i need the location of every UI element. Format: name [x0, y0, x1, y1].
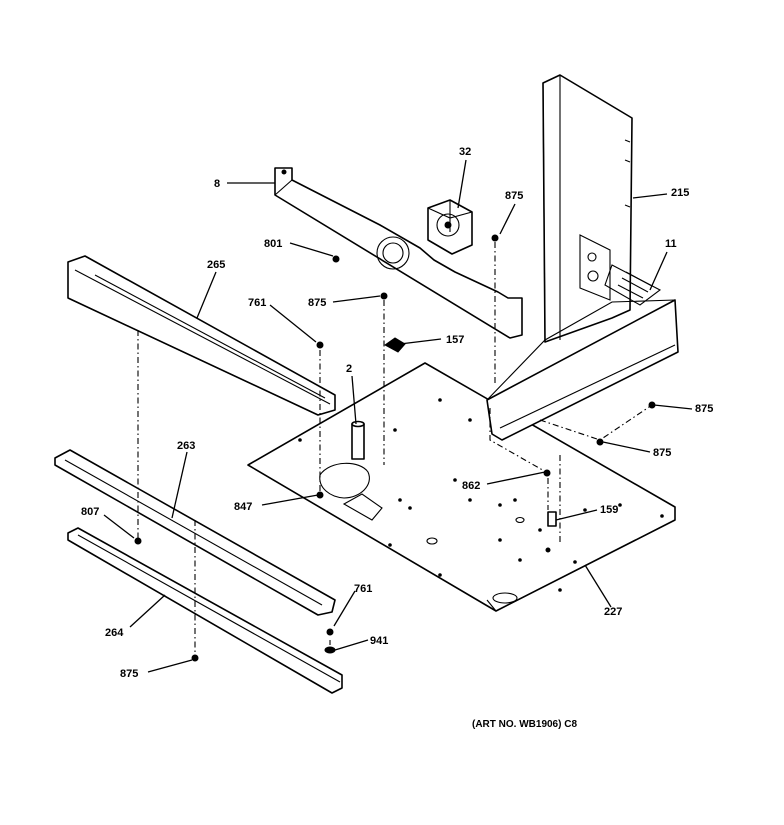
label-875-bot: 875	[120, 668, 138, 680]
label-875-top: 875	[505, 190, 523, 202]
label-11: 11	[665, 238, 677, 250]
label-265: 265	[207, 259, 225, 271]
label-32: 32	[459, 146, 471, 158]
side-panel-11	[486, 264, 679, 441]
vent-grille-263	[54, 449, 336, 616]
fan-motor-32	[427, 199, 473, 255]
label-215: 215	[671, 187, 689, 199]
label-159: 159	[600, 504, 618, 516]
label-2: 2	[346, 363, 352, 375]
label-801: 801	[264, 238, 282, 250]
label-847: 847	[234, 501, 252, 513]
label-875-right: 875	[695, 403, 713, 415]
small-parts	[191, 234, 656, 662]
leader-lines	[103, 159, 693, 673]
alignment-lines	[137, 242, 653, 655]
vertical-duct-215	[542, 74, 633, 343]
label-875-right2: 875	[653, 447, 671, 459]
part-labels: 8 32 875 215 801 11 265 761 875 157 2 87…	[81, 146, 713, 680]
label-862: 862	[462, 480, 480, 492]
rear-bracket-8	[274, 167, 523, 339]
label-941: 941	[370, 635, 388, 647]
label-8: 8	[214, 178, 220, 190]
label-264: 264	[105, 627, 124, 639]
lower-trim-264	[67, 527, 343, 694]
label-875-mid: 875	[308, 297, 326, 309]
label-761-bot: 761	[354, 583, 372, 595]
label-227: 227	[604, 606, 622, 618]
front-trim-265	[67, 255, 336, 416]
label-263: 263	[177, 440, 195, 452]
art-number: (ART NO. WB1906) C8	[472, 719, 577, 730]
label-157: 157	[446, 334, 464, 346]
label-761-top: 761	[248, 297, 266, 309]
label-807: 807	[81, 506, 99, 518]
